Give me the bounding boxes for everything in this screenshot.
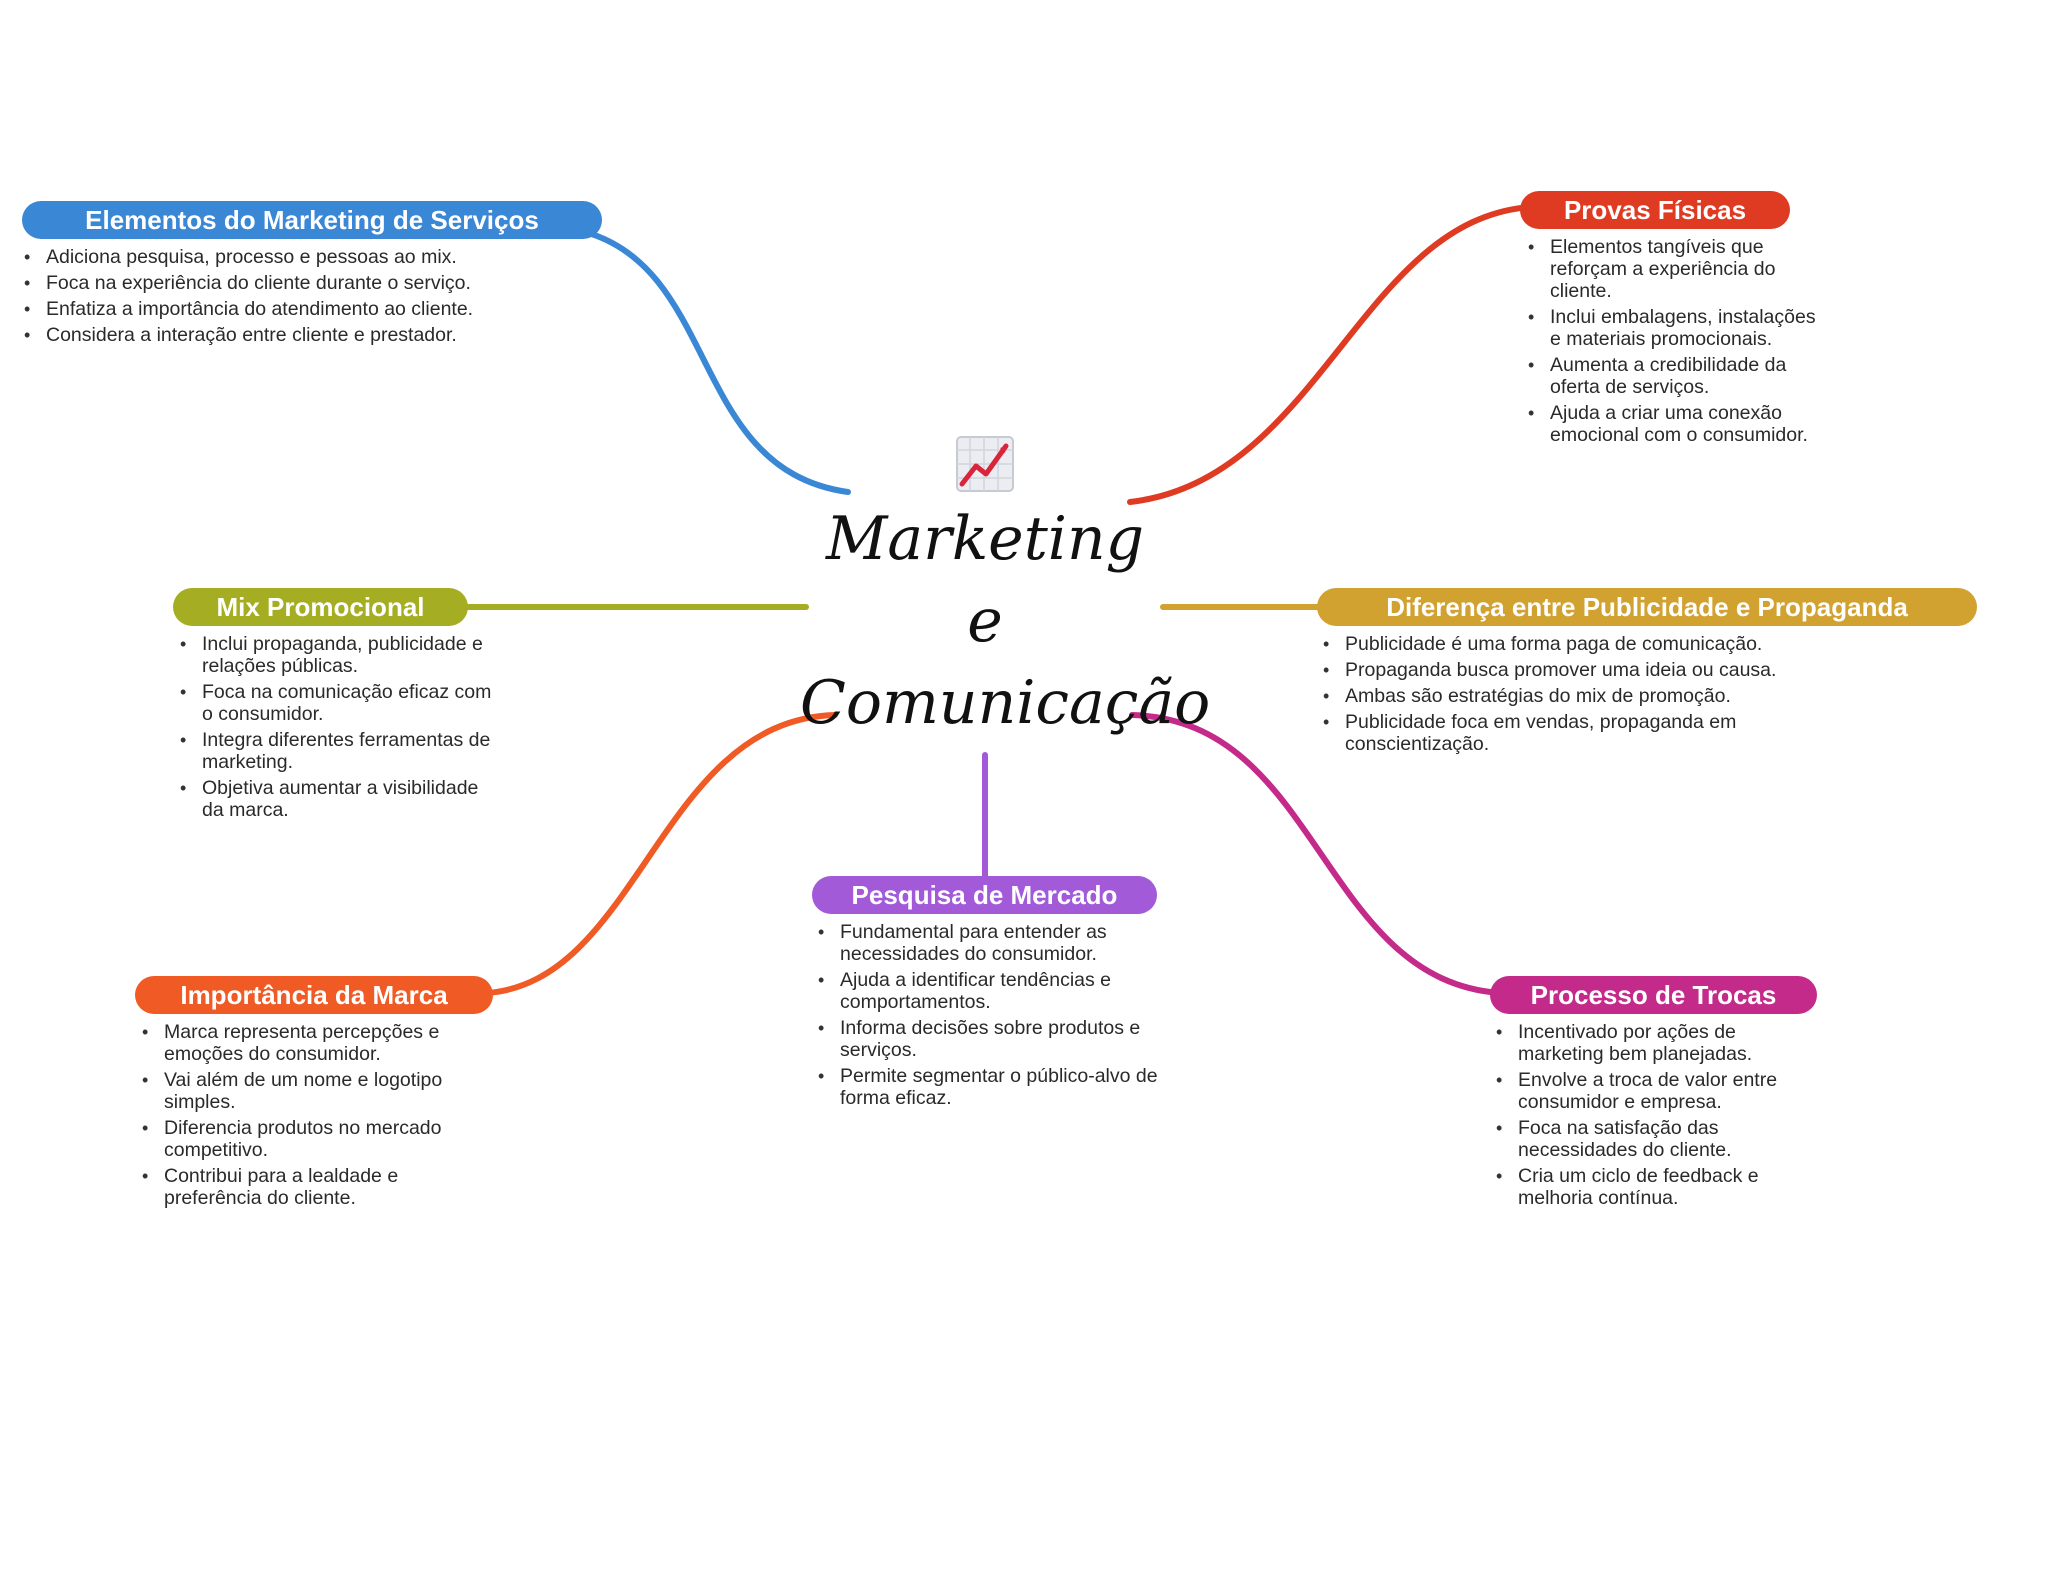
bullet-item: Adiciona pesquisa, processo e pessoas ao…: [22, 246, 492, 268]
branch-provas-fisicas: Provas Físicas Elementos tangíveis que r…: [1520, 191, 1816, 450]
bullet-item: Contribui para a lealdade e preferência …: [140, 1165, 500, 1209]
bullet-item: Marca representa percepções e emoções do…: [140, 1021, 500, 1065]
bullet-item: Aumenta a credibilidade da oferta de ser…: [1526, 354, 1826, 398]
topic-pill-provas[interactable]: Provas Físicas: [1520, 191, 1790, 229]
bullet-list: Inclui propaganda, publicidade e relaçõe…: [178, 633, 498, 821]
central-title-line: Marketing: [825, 504, 1145, 574]
branch-elementos-marketing-servicos: Elementos do Marketing de Serviços Adici…: [22, 201, 602, 350]
bullet-list: Adiciona pesquisa, processo e pessoas ao…: [22, 246, 492, 346]
bullet-item: Foca na comunicação eficaz com o consumi…: [178, 681, 498, 725]
topic-pill-diferenca[interactable]: Diferença entre Publicidade e Propaganda: [1317, 588, 1977, 626]
bullet-item: Propaganda busca promover uma ideia ou c…: [1321, 659, 1881, 681]
bullet-item: Integra diferentes ferramentas de market…: [178, 729, 498, 773]
topic-pill-importancia[interactable]: Importância da Marca: [135, 976, 493, 1014]
chart-increasing-icon: [956, 436, 1014, 492]
bullet-list: Publicidade é uma forma paga de comunica…: [1321, 633, 1881, 755]
central-title-line: Comunicação: [800, 668, 1211, 738]
topic-pill-pesquisa[interactable]: Pesquisa de Mercado: [812, 876, 1157, 914]
central-title-line: e: [967, 586, 1003, 656]
bullet-item: Publicidade é uma forma paga de comunica…: [1321, 633, 1881, 655]
central-topic[interactable]: Marketing e Comunicação: [800, 436, 1211, 744]
bullet-item: Cria um ciclo de feedback e melhoria con…: [1494, 1165, 1804, 1209]
connector-provas: [1127, 204, 1533, 505]
bullet-item: Diferencia produtos no mercado competiti…: [140, 1117, 500, 1161]
bullet-item: Elementos tangíveis que reforçam a exper…: [1526, 236, 1826, 302]
branch-importancia-marca: Importância da Marca Marca representa pe…: [135, 976, 493, 1213]
bullet-item: Inclui embalagens, instalações e materia…: [1526, 306, 1826, 350]
branch-pesquisa-mercado: Pesquisa de Mercado Fundamental para ent…: [812, 876, 1158, 1113]
connector-importancia: [485, 712, 838, 996]
connector-elementos: [582, 229, 851, 495]
bullet-item: Vai além de um nome e logotipo simples.: [140, 1069, 500, 1113]
branch-processo-trocas: Processo de Trocas Incentivado por ações…: [1490, 976, 1817, 1213]
topic-pill-mix[interactable]: Mix Promocional: [173, 588, 468, 626]
bullet-item: Ajuda a identificar tendências e comport…: [816, 969, 1161, 1013]
bullet-item: Foca na satisfação das necessidades do c…: [1494, 1117, 1804, 1161]
bullet-item: Envolve a troca de valor entre consumido…: [1494, 1069, 1804, 1113]
bullet-item: Publicidade foca em vendas, propaganda e…: [1321, 711, 1881, 755]
branch-diferenca-publicidade-propaganda: Diferença entre Publicidade e Propaganda…: [1317, 588, 1977, 759]
branch-mix-promocional: Mix Promocional Inclui propaganda, publi…: [173, 588, 491, 825]
central-title: Marketing e Comunicação: [800, 498, 1211, 744]
bullet-list: Fundamental para entender as necessidade…: [816, 921, 1161, 1109]
bullet-item: Inclui propaganda, publicidade e relaçõe…: [178, 633, 498, 677]
bullet-item: Foca na experiência do cliente durante o…: [22, 272, 492, 294]
bullet-item: Enfatiza a importância do atendimento ao…: [22, 298, 492, 320]
bullet-item: Objetiva aumentar a visibilidade da marc…: [178, 777, 498, 821]
bullet-list: Incentivado por ações de marketing bem p…: [1494, 1021, 1804, 1209]
topic-pill-processo[interactable]: Processo de Trocas: [1490, 976, 1817, 1014]
bullet-item: Ambas são estratégias do mix de promoção…: [1321, 685, 1881, 707]
bullet-item: Considera a interação entre cliente e pr…: [22, 324, 492, 346]
bullet-item: Fundamental para entender as necessidade…: [816, 921, 1161, 965]
bullet-list: Marca representa percepções e emoções do…: [140, 1021, 500, 1209]
bullet-item: Informa decisões sobre produtos e serviç…: [816, 1017, 1161, 1061]
topic-pill-elementos[interactable]: Elementos do Marketing de Serviços: [22, 201, 602, 239]
bullet-list: Elementos tangíveis que reforçam a exper…: [1526, 236, 1826, 446]
bullet-item: Ajuda a criar uma conexão emocional com …: [1526, 402, 1826, 446]
bullet-item: Permite segmentar o público-alvo de form…: [816, 1065, 1161, 1109]
connector-processo: [1129, 712, 1503, 996]
bullet-item: Incentivado por ações de marketing bem p…: [1494, 1021, 1804, 1065]
